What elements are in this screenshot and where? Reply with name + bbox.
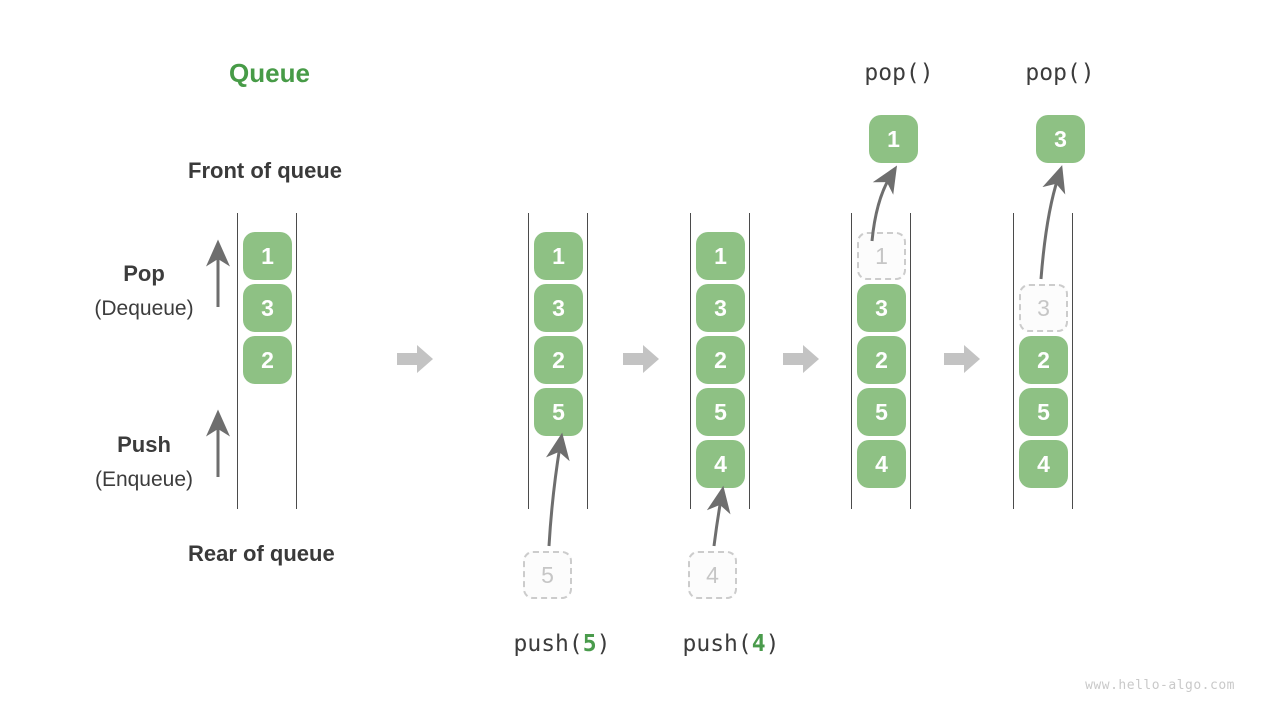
push-arg: 5	[582, 631, 597, 657]
queue-cell: 1	[243, 232, 292, 280]
step-arrow-icon	[623, 345, 659, 373]
staged-push-cell: 4	[688, 551, 737, 599]
queue-cell: 2	[696, 336, 745, 384]
queue-cell: 3	[534, 284, 583, 332]
queue-cell: 5	[1019, 388, 1068, 436]
enqueue-label: (Enqueue)	[94, 468, 194, 491]
queue-cell: 3	[243, 284, 292, 332]
queue-tube-state-1	[237, 213, 297, 509]
queue-tube-state-3	[690, 213, 750, 509]
queue-cell: 5	[534, 388, 583, 436]
popped-value-cell: 3	[1036, 115, 1085, 163]
queue-cell: 2	[243, 336, 292, 384]
push-call-label: push(4)	[656, 631, 806, 657]
pop-call-label: pop()	[1025, 60, 1095, 86]
pop-call-label: pop()	[864, 60, 934, 86]
queue-cell: 5	[857, 388, 906, 436]
queue-cell: 1	[696, 232, 745, 280]
push-label: Push	[117, 432, 171, 457]
watermark: www.hello-algo.com	[1085, 678, 1235, 693]
push-fn-close: )	[596, 631, 611, 657]
push-fn-open: push(	[513, 631, 583, 657]
queue-cell: 4	[857, 440, 906, 488]
popped-ghost-cell: 1	[857, 232, 906, 280]
push-arg: 4	[751, 631, 766, 657]
popped-ghost-cell: 3	[1019, 284, 1068, 332]
rear-of-queue-label: Rear of queue	[188, 541, 335, 566]
popped-value-cell: 1	[869, 115, 918, 163]
queue-tube-state-4	[851, 213, 911, 509]
push-call-label: push(5)	[487, 631, 637, 657]
push-fn-open: push(	[682, 631, 752, 657]
queue-cell: 5	[696, 388, 745, 436]
queue-cell: 1	[534, 232, 583, 280]
step-arrow-icon	[397, 345, 433, 373]
push-fn-close: )	[765, 631, 780, 657]
step-arrow-icon	[944, 345, 980, 373]
queue-tube-state-5	[1013, 213, 1073, 509]
front-of-queue-label: Front of queue	[188, 158, 342, 183]
pop-label: Pop	[123, 261, 165, 286]
queue-tube-state-2	[528, 213, 588, 509]
dequeue-label: (Dequeue)	[94, 297, 194, 320]
queue-cell: 4	[1019, 440, 1068, 488]
queue-cell: 2	[1019, 336, 1068, 384]
queue-cell: 2	[534, 336, 583, 384]
step-arrow-icon	[783, 345, 819, 373]
staged-push-cell: 5	[523, 551, 572, 599]
queue-cell: 2	[857, 336, 906, 384]
queue-cell: 4	[696, 440, 745, 488]
queue-cell: 3	[857, 284, 906, 332]
diagram-title: Queue	[229, 58, 310, 88]
queue-cell: 3	[696, 284, 745, 332]
